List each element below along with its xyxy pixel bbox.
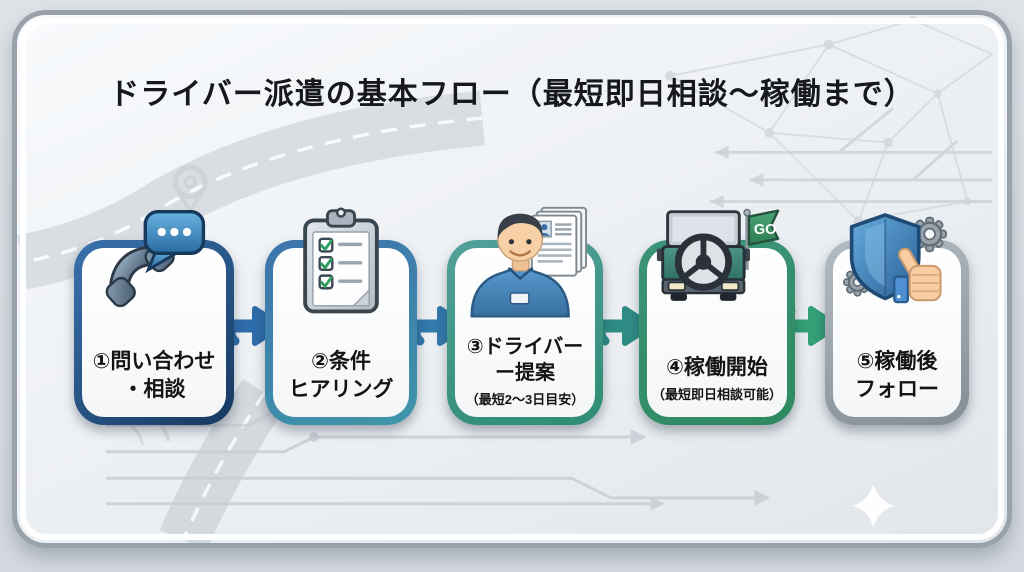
step-4-start-operation: ④稼働開始 （最短即日相談可能） GO bbox=[639, 208, 795, 425]
driver-person-icon bbox=[470, 213, 570, 318]
background-decor bbox=[17, 15, 995, 543]
shield-thumbsup-icon bbox=[843, 213, 947, 304]
circuit-lines-bottom bbox=[106, 406, 755, 506]
network-mesh-graphic bbox=[665, 15, 995, 227]
step-3-driver-proposal: ③ドライバー ー提案 （最短2〜3日目安） bbox=[447, 206, 603, 425]
step-2-hearing: ②条件 ヒアリング bbox=[265, 207, 417, 425]
step-5-follow-up: ⑤稼働後 フォロー bbox=[825, 213, 969, 425]
circuit-lines-top bbox=[710, 107, 993, 203]
step-4-label-line1: ④稼働開始 bbox=[666, 355, 768, 379]
step-2-label-line1: ②条件 bbox=[311, 350, 371, 374]
step-3-sublabel: （最短2〜3日目安） bbox=[465, 392, 585, 407]
step-1-panel: ①問い合わせ ・相談 bbox=[82, 248, 226, 417]
circuit-arrowheads-top bbox=[710, 145, 764, 209]
thumbs-up-icon bbox=[893, 247, 942, 304]
page-title: ドライバー派遣の基本フロー（最短即日相談〜稼働まで） bbox=[109, 78, 915, 111]
checklist-rows bbox=[318, 237, 363, 290]
step-1-label-line2: ・相談 bbox=[122, 377, 186, 401]
sparkle-graphic bbox=[851, 484, 896, 528]
clipboard-checklist-icon bbox=[303, 207, 379, 314]
go-flag-icon: GO bbox=[743, 208, 780, 270]
step-1-inquiry: ①問い合わせ ・相談 bbox=[74, 209, 234, 425]
step-5-label-line1: ⑤稼働後 bbox=[856, 350, 938, 374]
truck-front-icon bbox=[656, 210, 750, 301]
step-5-label-line2: フォロー bbox=[855, 377, 939, 401]
flow-card: ドライバー派遣の基本フロー（最短即日相談〜稼働まで） ①問い合わせ ・相談 bbox=[12, 10, 1012, 548]
truck-go-flag-icon: GO bbox=[656, 208, 780, 301]
step-4-sublabel: （最短即日相談可能） bbox=[652, 387, 783, 402]
step-2-label-line2: ヒアリング bbox=[288, 377, 394, 401]
go-flag-label: GO bbox=[754, 222, 777, 238]
step-1-label-line1: ①問い合わせ bbox=[92, 350, 216, 374]
steering-wheel-icon bbox=[674, 233, 733, 291]
chat-bubble-icon bbox=[143, 209, 206, 274]
step-3-label-line2: ー提案 bbox=[495, 362, 555, 384]
step-3-label-line1: ③ドライバー bbox=[466, 336, 584, 358]
driver-documents-icon bbox=[470, 206, 588, 318]
phone-chat-icon bbox=[105, 209, 206, 308]
